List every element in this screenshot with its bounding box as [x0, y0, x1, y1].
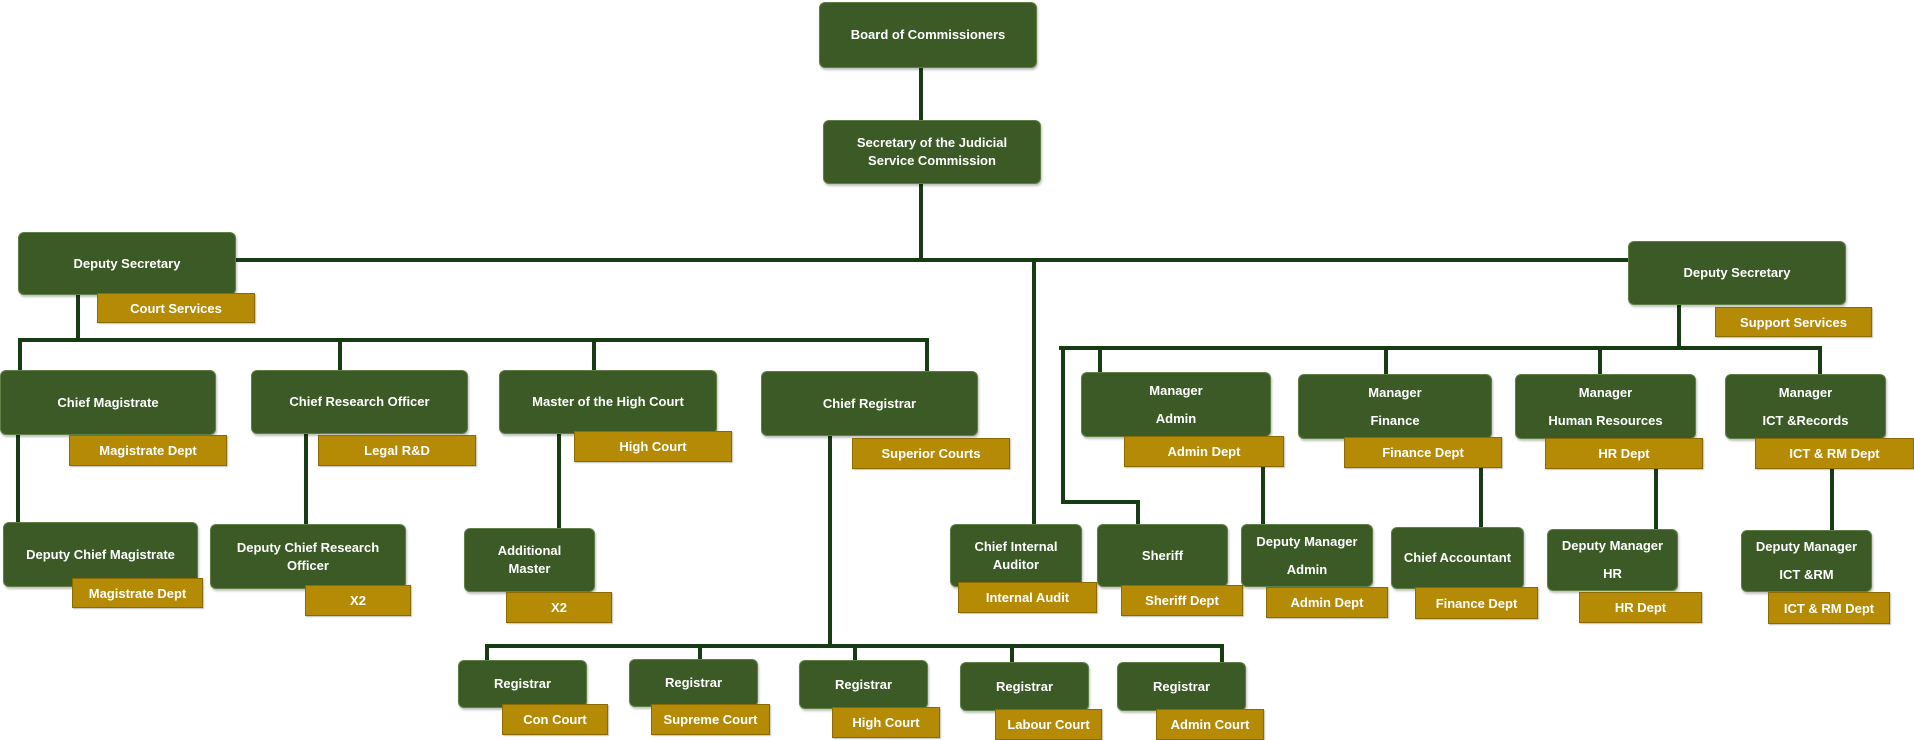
deputy-chief-research-officer-box: Deputy Chief Research Officer [210, 524, 406, 589]
chief-internal-auditor-box: Chief Internal Auditor [950, 524, 1082, 587]
manager-hr-box: Manager Human Resources [1515, 374, 1696, 439]
labour-court-tag: Labour Court [995, 709, 1102, 740]
node-label-line-2: Finance [1370, 412, 1420, 428]
con-court-tag: Con Court [502, 704, 608, 735]
deputy-secretary-court-box: Deputy Secretary [18, 232, 236, 295]
node-label-line-1: Manager [1578, 384, 1633, 400]
node-label-line-2: Human Resources [1548, 412, 1663, 428]
court-services-tag: Court Services [97, 293, 255, 323]
node-label: Registrar [1152, 678, 1211, 694]
node-label-line-2: Admin [1286, 561, 1328, 577]
chief-accountant-box: Chief Accountant [1391, 527, 1524, 589]
support-services-tag: Support Services [1715, 307, 1872, 337]
high-court-tag: High Court [574, 431, 732, 462]
node-label: Registrar [664, 675, 723, 690]
node-label: Registrar [493, 676, 552, 691]
master-of-high-court-box: Master of the High Court [499, 370, 717, 434]
x2-tag: X2 [305, 585, 411, 616]
magistrate-dept-tag: Magistrate Dept [72, 578, 203, 608]
deputy-manager-ict-box: Deputy Manager ICT &RM [1741, 530, 1872, 592]
deputy-secretary-support-box: Deputy Secretary [1628, 241, 1846, 305]
chief-magistrate-box: Chief Magistrate [0, 370, 216, 435]
finance-dept-tag: Finance Dept [1344, 437, 1502, 468]
secretary-box: Secretary of the Judicial Service Commis… [823, 120, 1041, 184]
node-label-line-1: Manager [1149, 382, 1203, 398]
deputy-chief-magistrate-box: Deputy Chief Magistrate [3, 522, 198, 587]
finance-dept-tag: Finance Dept [1415, 587, 1538, 619]
manager-admin-box: Manager Admin [1081, 372, 1271, 437]
node-label: Master of the High Court [532, 394, 684, 409]
hr-dept-tag: HR Dept [1579, 592, 1702, 623]
registrar-box: Registrar [458, 660, 587, 708]
node-label-line-1: Manager [1778, 384, 1833, 400]
magistrate-dept-tag: Magistrate Dept [69, 435, 227, 466]
node-label: Deputy Secretary [1683, 265, 1791, 280]
registrar-box: Registrar [1117, 662, 1246, 711]
node-label: Sheriff [1141, 547, 1184, 563]
node-label-line-2: Officer [287, 557, 329, 573]
supreme-court-tag: Supreme Court [651, 704, 770, 735]
chief-registrar-box: Chief Registrar [761, 371, 978, 436]
ict-rm-dept-tag: ICT & RM Dept [1768, 592, 1890, 624]
node-label-line-1: Deputy Manager [1561, 538, 1664, 553]
node-label-line-2: Admin [1155, 410, 1197, 426]
node-label: Deputy Chief Magistrate [26, 546, 175, 562]
node-label: Chief Accountant [1403, 550, 1512, 565]
node-label-line-1: Manager [1368, 384, 1422, 400]
ict-rm-dept-tag: ICT & RM Dept [1755, 438, 1914, 469]
manager-ict-box: Manager ICT &Records [1725, 374, 1886, 439]
node-label: Chief Registrar [822, 395, 917, 411]
node-label-line-2: ICT &RM [1779, 567, 1834, 582]
manager-finance-box: Manager Finance [1298, 374, 1492, 439]
node-label: Chief Magistrate [57, 394, 159, 410]
legal-rd-tag: Legal R&D [318, 435, 476, 466]
node-label-line-1: Deputy Manager [1256, 533, 1358, 549]
node-label-line-2: Service Commission [868, 153, 996, 168]
registrar-box: Registrar [960, 662, 1089, 711]
node-label-line-1: Secretary of the Judicial [856, 135, 1008, 150]
sheriff-dept-tag: Sheriff Dept [1121, 585, 1243, 616]
node-label-line-1: Deputy Chief Research [236, 539, 380, 555]
node-label: Chief Research Officer [289, 394, 430, 409]
node-label-line-1: Chief Internal [974, 538, 1058, 554]
node-label: Registrar [995, 678, 1054, 694]
chief-research-officer-box: Chief Research Officer [251, 370, 468, 434]
node-label-line-1: Additional [497, 543, 562, 558]
node-label: Board of Commissioners [850, 27, 1006, 42]
node-label-line-2: Auditor [992, 556, 1040, 572]
admin-dept-tag: Admin Dept [1124, 436, 1284, 467]
hr-dept-tag: HR Dept [1545, 438, 1703, 469]
node-label: Registrar [834, 676, 893, 692]
deputy-manager-admin-box: Deputy Manager Admin [1241, 524, 1373, 587]
high-court-tag: High Court [832, 707, 940, 738]
node-label-line-1: Deputy Manager [1755, 539, 1858, 554]
board-of-commissioners-box: Board of Commissioners [819, 2, 1037, 68]
sheriff-box: Sheriff [1097, 524, 1228, 587]
admin-court-tag: Admin Court [1156, 709, 1264, 740]
node-label-line-2: ICT &Records [1762, 412, 1849, 428]
x2-tag: X2 [506, 592, 612, 623]
superior-courts-tag: Superior Courts [852, 438, 1010, 469]
internal-audit-tag: Internal Audit [958, 582, 1097, 613]
admin-dept-tag: Admin Dept [1266, 587, 1388, 618]
node-label-line-2: Master [508, 561, 551, 576]
node-label: Deputy Secretary [73, 255, 181, 271]
node-label-line-2: HR [1603, 566, 1622, 581]
registrar-box: Registrar [799, 660, 928, 709]
additional-master-box: Additional Master [464, 528, 595, 592]
deputy-manager-hr-box: Deputy Manager HR [1547, 529, 1678, 591]
registrar-box: Registrar [629, 659, 758, 707]
